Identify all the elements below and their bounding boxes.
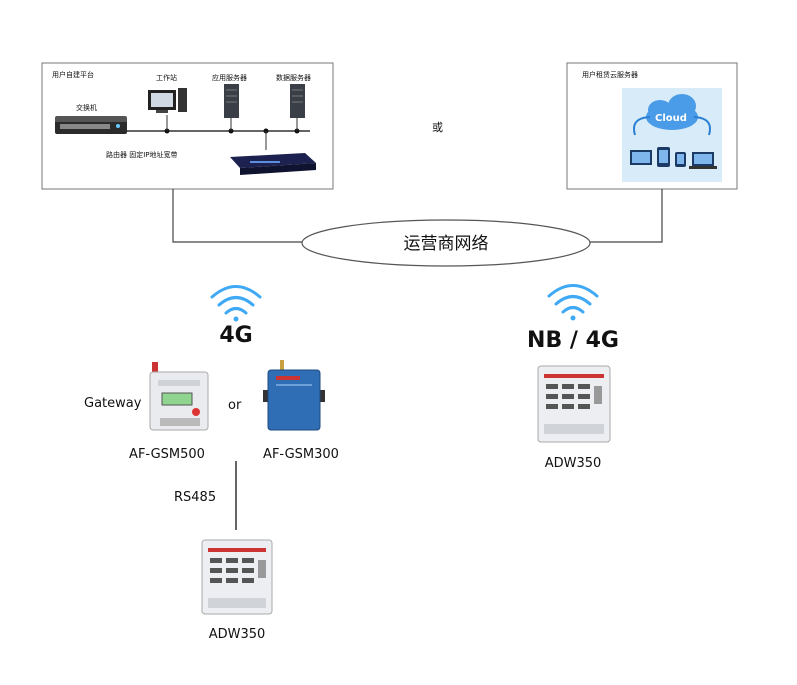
gateway-label: Gateway xyxy=(84,396,142,411)
workstation-label: 工作站 xyxy=(156,73,177,82)
workstation-icon xyxy=(148,88,187,113)
left-protocol-label: 4G xyxy=(219,323,252,348)
or-text: 或 xyxy=(432,121,443,134)
carrier-network-ellipse xyxy=(301,219,591,267)
app-server-icon xyxy=(224,84,239,118)
right-protocol-label: NB / 4G xyxy=(527,328,619,353)
left-meter-label: ADW350 xyxy=(209,627,266,642)
adw350-meter-right xyxy=(537,365,611,443)
app-server-label: 应用服务器 xyxy=(212,73,247,82)
cloud-platform-title: 用户租赁云服务器 xyxy=(582,70,638,79)
router-icon xyxy=(230,153,316,175)
db-server-label: 数据服务器 xyxy=(276,73,311,82)
adw350-meter-left xyxy=(201,539,273,615)
right-meter-label: ADW350 xyxy=(545,456,602,471)
cloud-icon xyxy=(633,94,711,136)
af-gsm300-device xyxy=(263,360,325,431)
link-cloud-to-network xyxy=(590,189,663,243)
private-platform-title: 用户自建平台 xyxy=(52,70,94,79)
switch-icon xyxy=(55,116,127,134)
cloud-text: Cloud xyxy=(655,113,687,124)
router-label: 路由器 固定IP地址宽带 xyxy=(106,150,178,159)
link-private-to-network xyxy=(172,189,303,243)
carrier-network-label: 运营商网络 xyxy=(404,234,489,254)
or-label: or xyxy=(228,398,242,413)
af-gsm500-device xyxy=(149,362,209,431)
client-devices-icon xyxy=(630,147,717,169)
device2-label: AF-GSM300 xyxy=(263,447,339,462)
wifi-icon xyxy=(547,284,599,321)
switch-label: 交换机 xyxy=(76,103,97,112)
rs485-label: RS485 xyxy=(174,490,216,505)
device1-label: AF-GSM500 xyxy=(129,447,205,462)
wifi-icon xyxy=(210,285,262,322)
db-server-icon xyxy=(290,84,305,118)
